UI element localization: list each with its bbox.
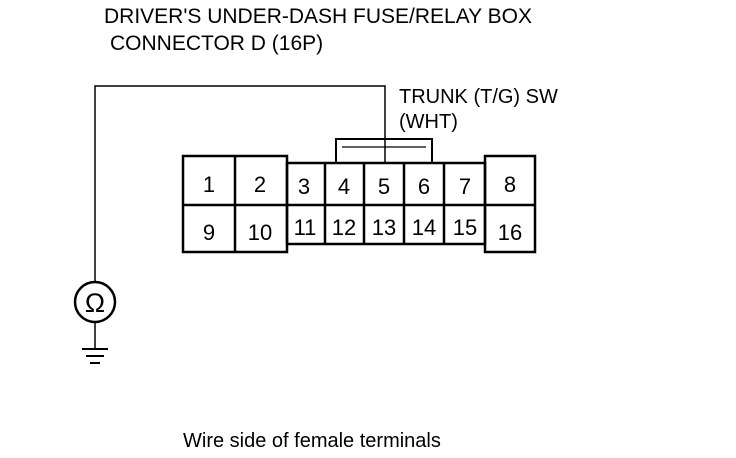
probe-wire: [94, 85, 386, 284]
terminal-1: 1: [203, 172, 215, 197]
terminal-7: 7: [459, 174, 471, 199]
diagram-caption: Wire side of female terminals: [183, 430, 441, 452]
terminal-16: 16: [498, 220, 522, 245]
terminal-4: 4: [338, 174, 350, 199]
terminal-14: 14: [412, 215, 436, 240]
terminal-5: 5: [378, 174, 390, 199]
connector-label-line1: TRUNK (T/G) SW: [399, 86, 558, 108]
connector-latch: [335, 138, 433, 164]
terminal-2: 2: [254, 172, 266, 197]
ohmmeter-symbol: Ω: [85, 288, 105, 318]
terminal-3: 3: [298, 174, 310, 199]
terminal-15: 15: [453, 215, 477, 240]
terminal-12: 12: [332, 215, 356, 240]
terminal-6: 6: [418, 174, 430, 199]
connector-body: [181, 154, 537, 254]
connector-label-line2: (WHT): [399, 111, 458, 133]
terminal-11: 11: [294, 215, 317, 240]
terminal-9: 9: [203, 220, 215, 245]
terminal-8: 8: [504, 172, 516, 197]
diagram-title-line2: CONNECTOR D (16P): [110, 32, 323, 55]
terminal-10: 10: [248, 220, 272, 245]
terminal-13: 13: [372, 215, 396, 240]
ohmmeter-icon: Ω: [73, 280, 117, 324]
diagram-title-line1: DRIVER'S UNDER-DASH FUSE/RELAY BOX: [104, 5, 532, 28]
terminal-numbers: 1 2 3 4 5 6 7 8 9 10 11 12 13 14 15 16: [203, 172, 522, 245]
ground-icon: [82, 348, 108, 364]
